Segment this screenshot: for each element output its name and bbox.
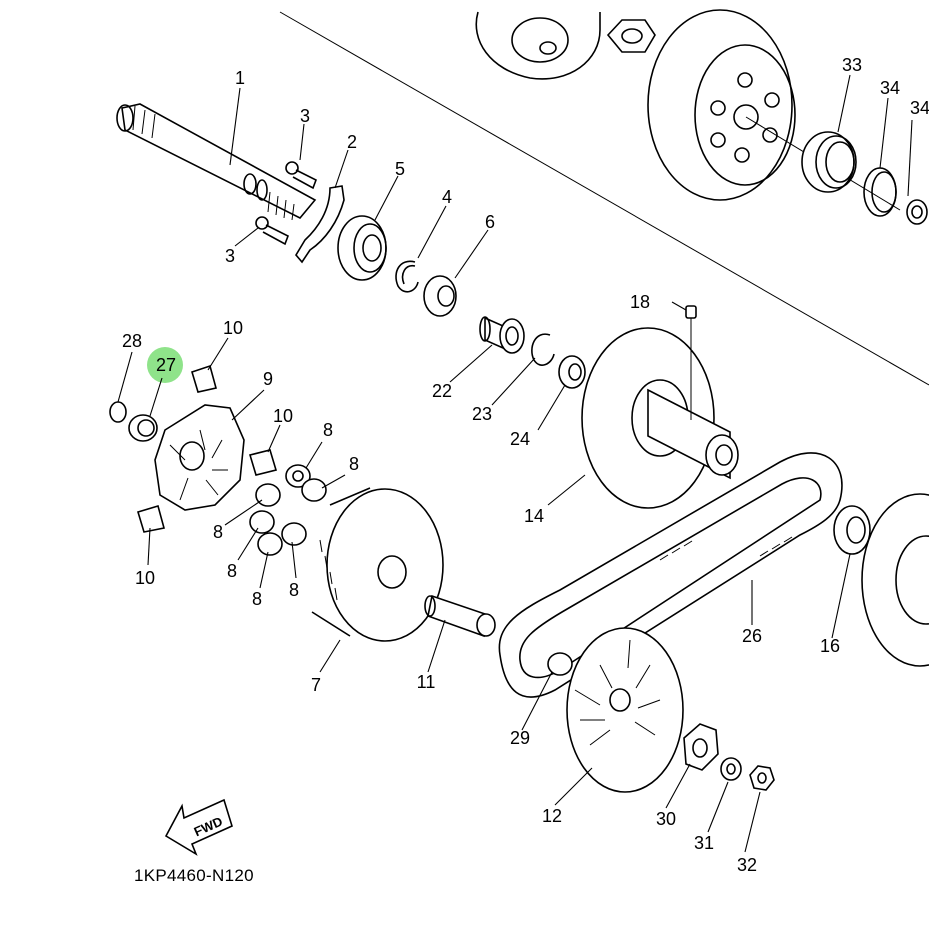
callout-26: 26 bbox=[742, 626, 762, 646]
callout-10c: 10 bbox=[135, 568, 155, 588]
hardware-30-31-32 bbox=[683, 723, 775, 791]
bearing-5 bbox=[337, 215, 387, 281]
callout-29: 29 bbox=[510, 728, 530, 748]
callout-6: 6 bbox=[485, 212, 495, 232]
callout-8d: 8 bbox=[227, 561, 237, 581]
washer-16 bbox=[833, 505, 871, 555]
callout-11: 11 bbox=[417, 672, 436, 692]
retainer-plate bbox=[295, 185, 345, 264]
o-ring-28 bbox=[109, 401, 127, 423]
callout-34b: 34 bbox=[910, 98, 929, 118]
callout-23: 23 bbox=[472, 404, 492, 424]
callout-22: 22 bbox=[432, 381, 452, 401]
primary-shaft bbox=[116, 103, 317, 221]
callout-10a: 10 bbox=[223, 318, 243, 338]
fixed-sheave-right bbox=[861, 493, 929, 667]
washer-29 bbox=[547, 652, 573, 676]
callout-8e: 8 bbox=[252, 589, 262, 609]
callout-8a: 8 bbox=[323, 420, 333, 440]
callout-16: 16 bbox=[820, 636, 840, 656]
callout-31: 31 bbox=[694, 833, 714, 853]
callout-12: 12 bbox=[542, 806, 562, 826]
callout-32: 32 bbox=[737, 855, 757, 875]
callout-9: 9 bbox=[263, 369, 273, 389]
slider-piece-10b bbox=[248, 449, 278, 476]
callout-8f: 8 bbox=[289, 580, 299, 600]
slider-piece-10c bbox=[137, 504, 165, 533]
callout-labels: 1 2 3 3 4 5 6 7 8 8 8 8 8 8 9 10 10 10 1… bbox=[122, 55, 929, 875]
callout-33: 33 bbox=[842, 55, 862, 75]
weight-rollers-8 bbox=[249, 464, 327, 556]
leader-lines bbox=[117, 74, 913, 853]
fwd-arrow-icon: FWD bbox=[164, 798, 233, 856]
callout-24: 24 bbox=[510, 429, 530, 449]
oil-seal-24 bbox=[558, 355, 586, 389]
highlight-marker bbox=[147, 347, 183, 383]
slider-piece-10a bbox=[191, 364, 217, 393]
needle-bearing-22 bbox=[479, 316, 525, 354]
secondary-sheave-14 bbox=[581, 305, 739, 509]
callout-10b: 10 bbox=[273, 406, 293, 426]
v-belt-26 bbox=[498, 452, 843, 698]
washer-6 bbox=[423, 275, 457, 317]
callout-3b: 3 bbox=[225, 246, 235, 266]
callout-8b: 8 bbox=[349, 454, 359, 474]
callout-27: 27 bbox=[156, 355, 176, 375]
cam-plate-9 bbox=[154, 404, 245, 511]
callout-30: 30 bbox=[656, 809, 676, 829]
primary-sliding-sheave-7 bbox=[311, 487, 444, 642]
callout-3a: 3 bbox=[300, 106, 310, 126]
bolt-parts bbox=[255, 161, 318, 246]
collar-27 bbox=[128, 414, 158, 442]
callout-4: 4 bbox=[442, 187, 452, 207]
circlip-4 bbox=[395, 260, 419, 293]
catalog-number: 1KP4460-N120 bbox=[134, 866, 254, 885]
callout-1: 1 bbox=[235, 68, 245, 88]
diagram-divider-line bbox=[279, 11, 929, 386]
callout-8c: 8 bbox=[213, 522, 223, 542]
fixed-primary-sheave-12 bbox=[566, 627, 684, 793]
clutch-assembly-top bbox=[475, 9, 928, 225]
callout-18: 18 bbox=[630, 292, 650, 312]
circlip-23 bbox=[531, 333, 555, 366]
callout-2: 2 bbox=[347, 132, 357, 152]
callout-28: 28 bbox=[122, 331, 142, 351]
callout-7: 7 bbox=[311, 675, 321, 695]
callout-34a: 34 bbox=[880, 78, 900, 98]
collar-spacer-11 bbox=[424, 594, 496, 638]
callout-14: 14 bbox=[524, 506, 544, 526]
callout-5: 5 bbox=[395, 159, 405, 179]
